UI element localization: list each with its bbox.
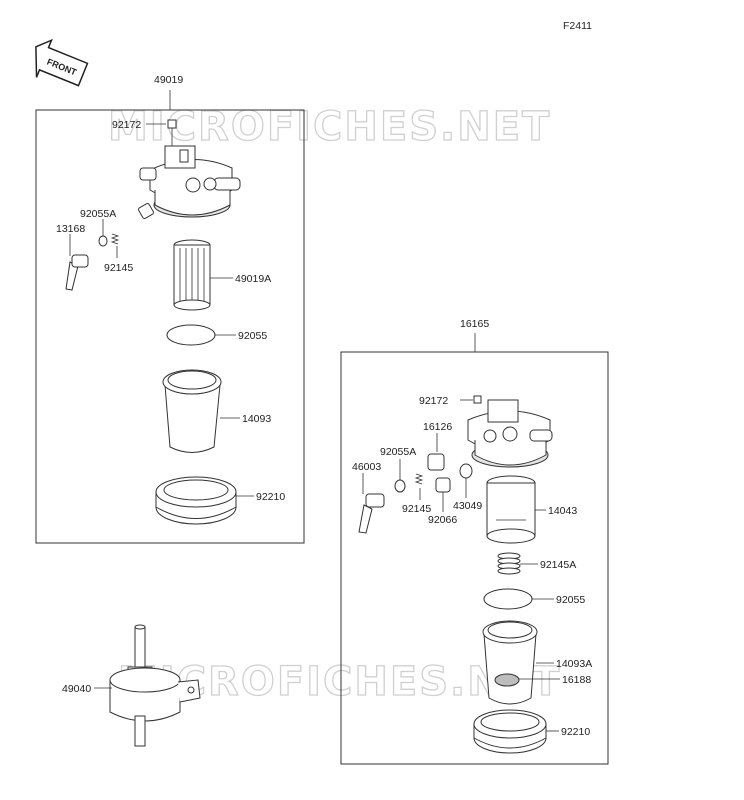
a2-label-ring-nut: 92210	[561, 726, 590, 738]
a1-label-gasket: 92055	[238, 330, 267, 342]
a2-label-cock: 46003	[352, 461, 381, 473]
a2-label-nipple: 16126	[423, 421, 452, 433]
a2-label-gasket: 92055	[556, 594, 585, 606]
a2-label-spring-a: 92145A	[540, 559, 576, 571]
spring-92145a	[497, 552, 521, 575]
filter-bowl-1	[162, 369, 222, 453]
a1-label-spring: 92145	[104, 262, 133, 274]
figure-code: F2411	[563, 20, 592, 32]
drain-cock-1	[65, 254, 89, 291]
assembly-2-frame	[340, 351, 609, 765]
ring-nut-2	[473, 709, 547, 754]
filter-element-1	[173, 239, 211, 311]
ring-nut-1	[155, 476, 237, 525]
inline-filter-label: 49040	[62, 683, 91, 695]
a2-label-washer: 43049	[453, 500, 482, 512]
assembly-49019: 49019 92172 92055A 92145	[35, 74, 305, 544]
filter-element-2	[486, 475, 536, 544]
a1-label-ring-nut: 92210	[256, 491, 285, 503]
inline-filter-49040	[109, 624, 201, 747]
assembly-1-number: 49019	[154, 74, 183, 86]
a2-label-float: 16188	[562, 674, 591, 686]
a2-label-oring: 92055A	[380, 446, 416, 458]
assembly-2-number: 16165	[460, 318, 489, 330]
a2-label-bowl: 14093A	[556, 658, 592, 670]
assembly-16165: 16165 92172 16126 43049 92066 92055A	[340, 318, 609, 765]
a1-label-bowl: 14093	[242, 413, 271, 425]
watermark-top: MICROFICHES.NET	[108, 104, 551, 150]
a2-label-plug: 92066	[428, 514, 457, 526]
filter-bowl-2	[482, 620, 538, 705]
a2-label-element: 14043	[548, 505, 577, 517]
a1-label-screw: 92172	[112, 119, 141, 131]
a1-label-cock: 13168	[56, 223, 85, 235]
filter-head-2	[467, 399, 553, 468]
front-arrow-icon: FRONT	[35, 38, 89, 87]
a2-label-screw: 92172	[419, 395, 448, 407]
a1-label-element: 49019A	[235, 273, 271, 285]
a2-label-spring: 92145	[402, 503, 431, 515]
a1-label-oring: 92055A	[80, 208, 116, 220]
filter-head-1	[139, 145, 241, 218]
drain-cock-2	[358, 493, 385, 534]
